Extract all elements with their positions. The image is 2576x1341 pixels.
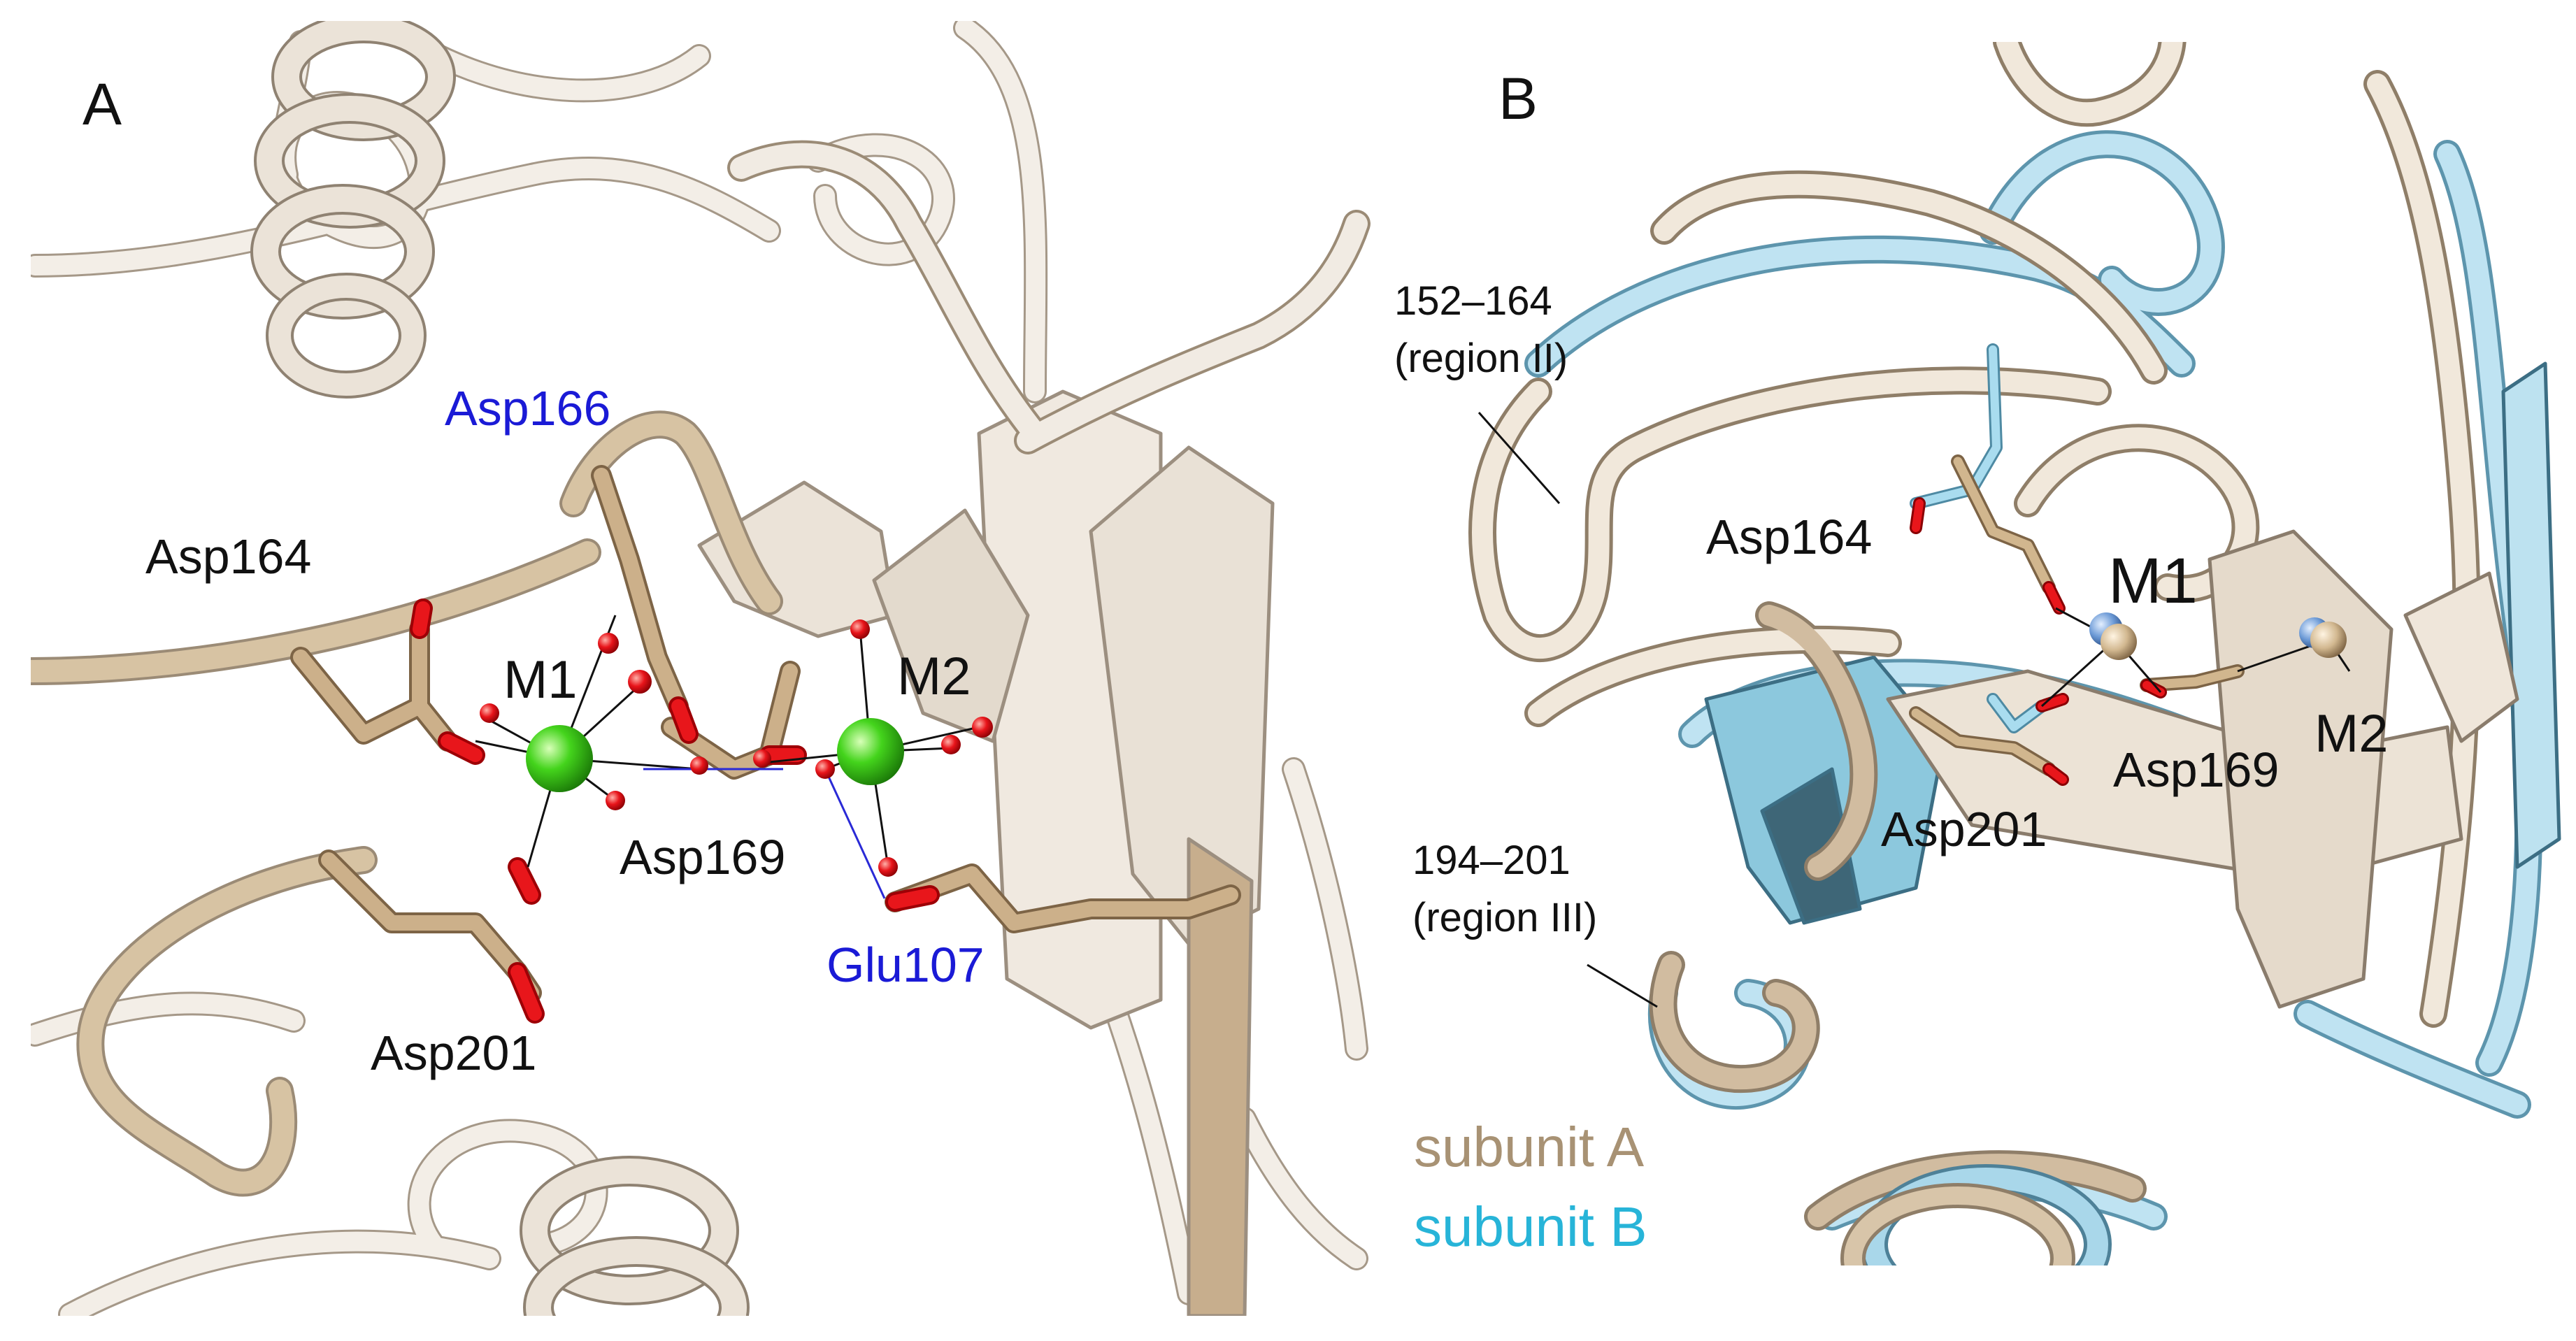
panel-b-helix-bottom	[1840, 1164, 2112, 1265]
label-m2-b: M2	[2314, 704, 2389, 763]
panel-a: A Asp166 Asp164 M1 M2 Asp169 Asp201 Glu1…	[31, 21, 1371, 1316]
region-ii-range-label: 152–164	[1394, 278, 1552, 324]
label-m1-a: M1	[503, 650, 578, 710]
label-asp164-b: Asp164	[1706, 510, 1872, 564]
subunit-a-sheet	[1886, 529, 2519, 1009]
panel-a-helix-bottom	[520, 1156, 750, 1316]
region-iii-range-label: 194–201	[1412, 838, 1570, 883]
label-m2-a: M2	[897, 647, 971, 706]
label-asp166-a: Asp166	[445, 381, 610, 436]
legend-subunit-a: subunit A	[1414, 1116, 1645, 1178]
panel-a-water-spheres	[480, 619, 993, 877]
panel-a-hbond-lines	[643, 768, 886, 899]
legend-subunit-b: subunit B	[1414, 1196, 1647, 1258]
subunit-legend: subunit A subunit B	[1414, 1116, 1647, 1258]
label-asp169-a: Asp169	[620, 830, 785, 884]
label-asp169-b: Asp169	[2113, 743, 2279, 797]
label-asp201-b: Asp201	[1881, 802, 2047, 856]
panel-b: B 152–164 (region II) Asp164 M1 M2 Asp16…	[1394, 42, 2561, 1265]
panel-a-foreground-loops	[31, 140, 1371, 1197]
subunit-b-sheet	[1704, 361, 2561, 925]
metal-m1-sphere-b-tan	[2101, 624, 2137, 660]
region-ii-name-label: (region II)	[1394, 336, 1568, 381]
panel-a-sidechains	[290, 465, 1241, 1024]
panel-b-label: B	[1498, 66, 1538, 131]
metal-m2-sphere	[837, 718, 904, 785]
label-asp164-a: Asp164	[145, 529, 311, 584]
label-glu107-a: Glu107	[827, 938, 985, 992]
panel-a-label: A	[83, 71, 122, 137]
label-asp201-a: Asp201	[371, 1026, 536, 1080]
panel-a-beta-sheet	[697, 389, 1275, 1316]
metal-m1-sphere	[526, 725, 593, 792]
label-m1-b: M1	[2108, 545, 2198, 617]
panel-b-leader-lines	[1477, 412, 1658, 1008]
panel-a-helix-topleft	[250, 21, 456, 399]
region-iii-name-label: (region III)	[1412, 895, 1597, 940]
metal-m2-sphere-b-tan	[2310, 622, 2347, 658]
